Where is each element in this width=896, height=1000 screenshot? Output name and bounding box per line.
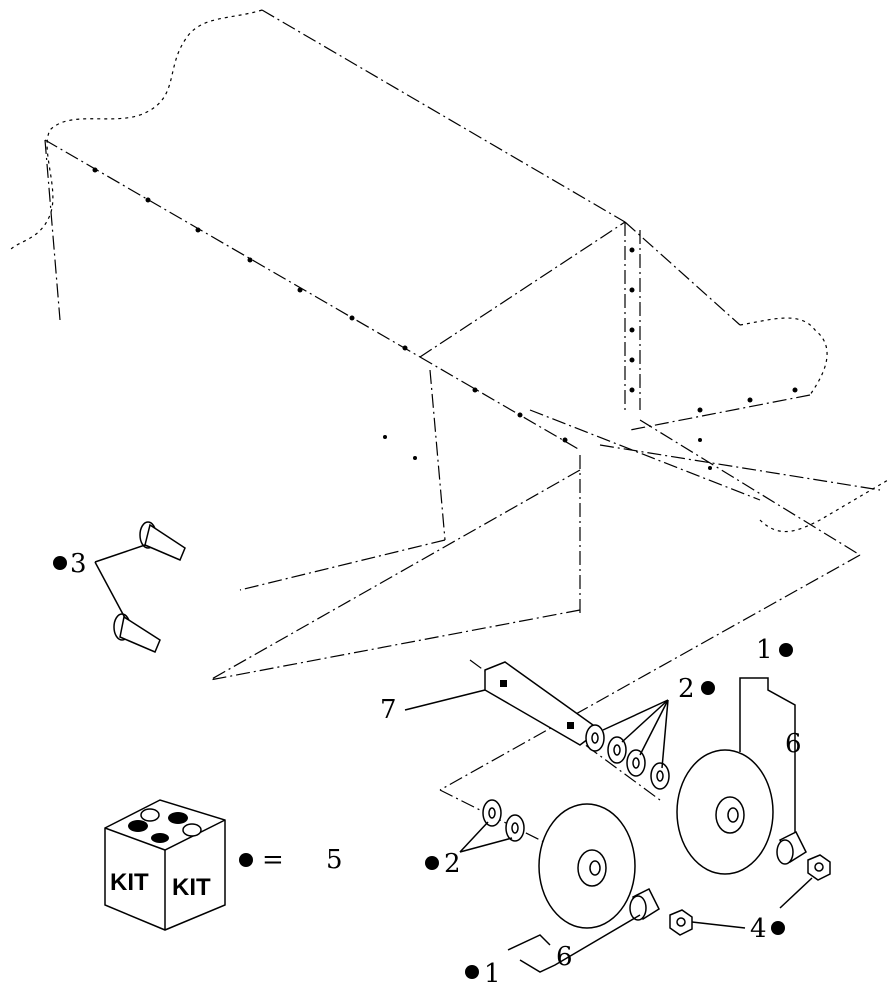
washer-set (482, 799, 525, 842)
callout-4: 4 (750, 914, 767, 944)
carriage-bolt (139, 521, 186, 561)
kit-label-right: KIT (172, 874, 211, 901)
washer-set (585, 724, 670, 790)
callout-5: 5 (326, 845, 343, 875)
carriage-bolt (113, 613, 161, 653)
callout-equals: = (262, 845, 284, 875)
hex-nut (807, 854, 831, 881)
frame-outline (9, 9, 889, 871)
kit-label-left: KIT (110, 869, 149, 896)
kit-box-icon: KIT KIT (104, 799, 226, 931)
callout-2-left: 2 (444, 849, 461, 879)
bearing (776, 830, 807, 865)
callout-1-top: 1 (756, 635, 773, 665)
bearing (629, 887, 660, 921)
hex-nut (669, 909, 693, 936)
coulter-disc (676, 749, 774, 875)
callout-6-top: 6 (785, 729, 802, 759)
coulter-disc (538, 803, 636, 929)
callout-6-bottom: 6 (556, 942, 573, 972)
leader-lines (94, 544, 813, 973)
callout-1-bottom: 1 (484, 959, 501, 989)
callout-7: 7 (380, 695, 397, 725)
callout-2-top: 2 (678, 674, 695, 704)
bullet-icon (53, 556, 793, 979)
callout-3: 3 (70, 549, 87, 579)
